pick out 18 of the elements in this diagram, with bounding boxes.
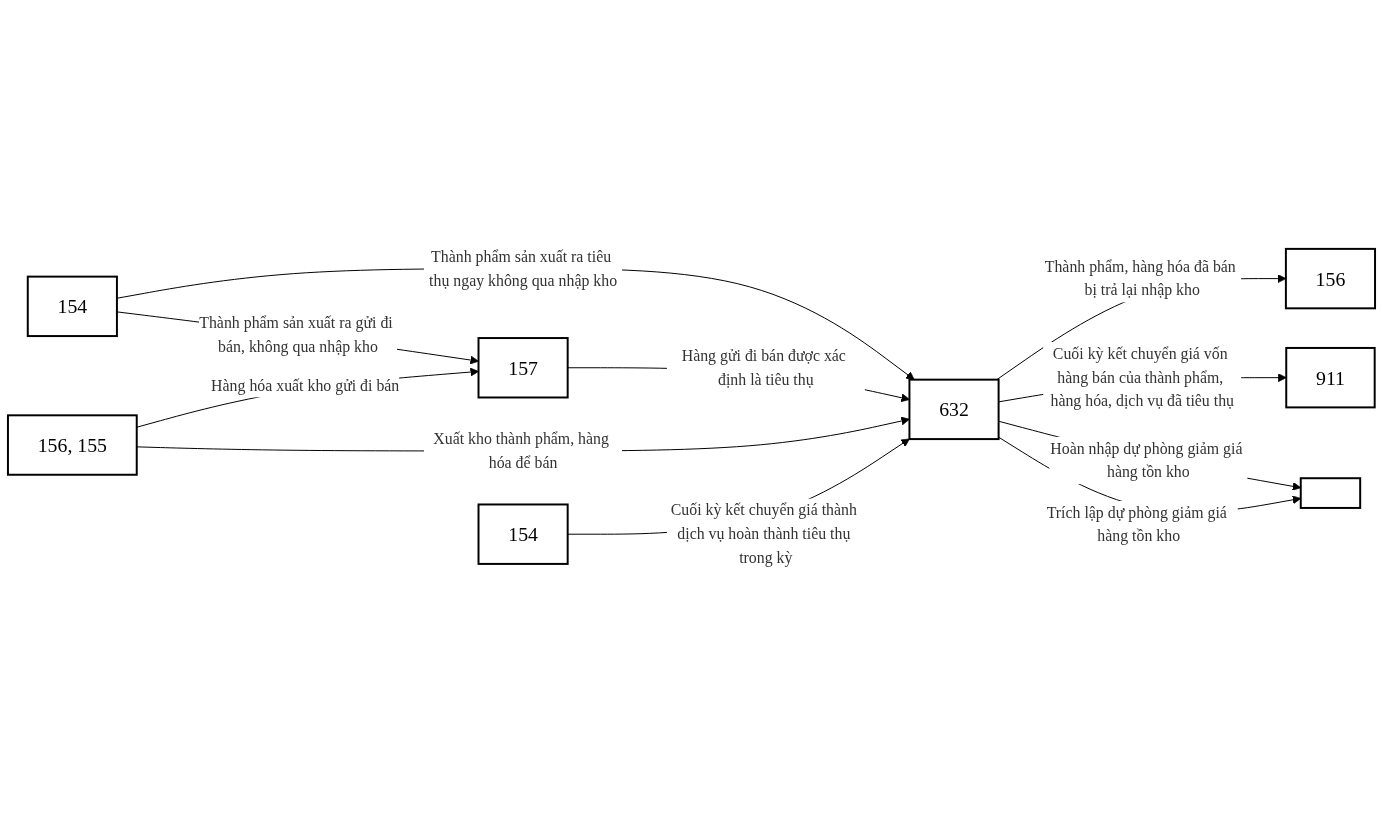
- edge-label: Xuất kho thành phẩm, hàng hóa để bán: [433, 429, 609, 471]
- node-box: 154: [477, 503, 569, 565]
- edge-label: Hàng hóa xuất kho gửi đi bán: [211, 376, 400, 394]
- edge-label: Thành phẩm sản xuất ra gửi đi bán, không qua nhập kho: [199, 313, 393, 355]
- edge-label: Cuối kỳ kết chuyển giá thành dịch vụ hoàn thành tiêu thụ trong kỳ: [670, 501, 857, 566]
- edge-label: Thành phẩm, hàng hóa đã bán bị trả lại nhập kho: [1044, 257, 1236, 299]
- node-box: 156, 155: [6, 413, 138, 476]
- edge-label: Hoàn nhập dự phòng giảm giá hàng tồn kho: [1050, 439, 1243, 480]
- edge-label: Cuối kỳ kết chuyển giá vốn hàng bán của thành phẩm, hàng hóa, dịch vụ đã tiêu thụ: [1050, 344, 1235, 409]
- node-box: 157: [477, 336, 569, 399]
- node-box: 632: [908, 378, 1000, 440]
- edge-label: Trích lập dự phòng giảm giá hàng tồn kho: [1046, 503, 1227, 544]
- node-box: 156: [1284, 247, 1377, 309]
- node-box: 154: [26, 275, 118, 337]
- node-box: [1299, 476, 1362, 509]
- node-box: 911: [1285, 346, 1376, 408]
- edge-label: Thành phẩm sản xuất ra tiêu thụ ngay không qua nhập kho: [429, 247, 618, 289]
- edge-label: Hàng gửi đi bán được xác định là tiêu thụ: [681, 346, 846, 388]
